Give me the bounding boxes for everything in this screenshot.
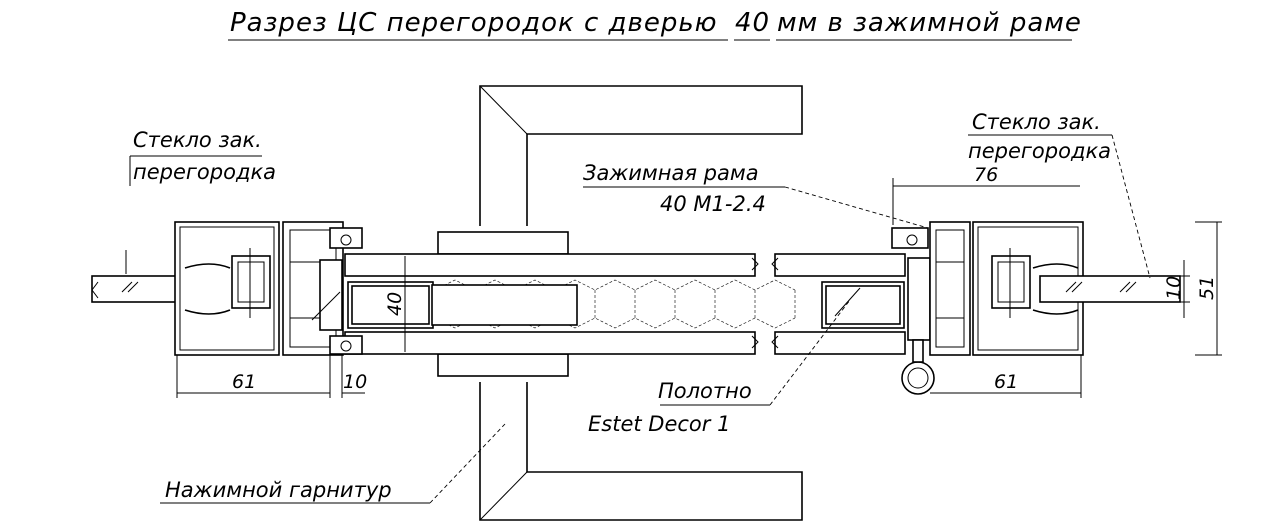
label-door-leaf: Полотно Estet Decor 1 [588, 299, 851, 436]
handle-bottom [437, 353, 803, 521]
label-clamp-frame: Зажимная рама 40 М1-2.4 [583, 161, 929, 229]
dim-right-frame: 61 [930, 355, 1082, 398]
label-glass-right: Стекло зак. перегородка [968, 110, 1151, 279]
dim-door-thickness: 40 [384, 256, 406, 352]
label-handle-set: Нажимной гарнитур [160, 423, 506, 504]
title-value: 40 [735, 8, 770, 38]
glass-right-line1: Стекло зак. [972, 110, 1101, 134]
honeycomb-core [434, 279, 796, 329]
dim-right-frame-text: 61 [994, 371, 1018, 393]
dim-right-top: 76 [892, 164, 1080, 225]
title-prefix: Разрез ЦС перегородок с дверью [230, 8, 718, 38]
left-frame [91, 221, 363, 356]
title-suffix: мм в зажимной раме [777, 8, 1082, 38]
glass-left-line2: перегородка [133, 160, 276, 184]
clamp-frame-line1: Зажимная рама [583, 161, 759, 185]
dim-frame-depth-text: 51 [1196, 276, 1218, 300]
label-glass-left: Стекло зак. перегородка [125, 128, 276, 274]
dim-left-gap: 10 [329, 355, 367, 398]
door-leaf-line2: Estet Decor 1 [588, 412, 730, 436]
door-leaf [344, 253, 906, 355]
handle-set-text: Нажимной гарнитур [165, 478, 392, 502]
dim-glass-thickness: 10 [1163, 260, 1190, 318]
clamp-frame-line2: 40 М1-2.4 [660, 192, 766, 216]
door-leaf-line1: Полотно [658, 379, 752, 403]
glass-right-line2: перегородка [968, 139, 1111, 163]
dim-frame-depth: 51 [1195, 221, 1222, 356]
drawing-title: Разрез ЦС перегородок с дверью 40 мм в з… [228, 8, 1082, 41]
dim-left-gap-text: 10 [343, 371, 367, 393]
right-frame [891, 221, 1181, 395]
dim-right-top-text: 76 [974, 164, 998, 186]
hinge-knob [901, 339, 935, 395]
dim-left-frame-text: 61 [232, 371, 256, 393]
dim-left-frame: 61 [176, 355, 330, 398]
dim-door-thickness-text: 40 [384, 292, 406, 316]
glass-left-line1: Стекло зак. [133, 128, 262, 152]
handle-top [437, 85, 803, 255]
dim-glass-thickness-text: 10 [1163, 276, 1185, 300]
